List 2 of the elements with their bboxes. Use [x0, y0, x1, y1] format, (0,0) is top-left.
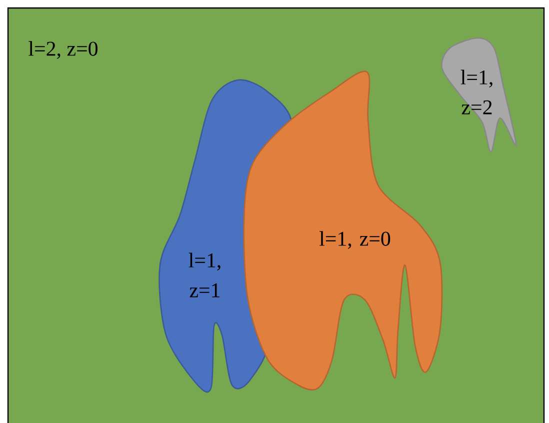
region-blob: l=1, z=0	[243, 70, 443, 391]
region-blob: l=1, z=2	[441, 37, 517, 153]
